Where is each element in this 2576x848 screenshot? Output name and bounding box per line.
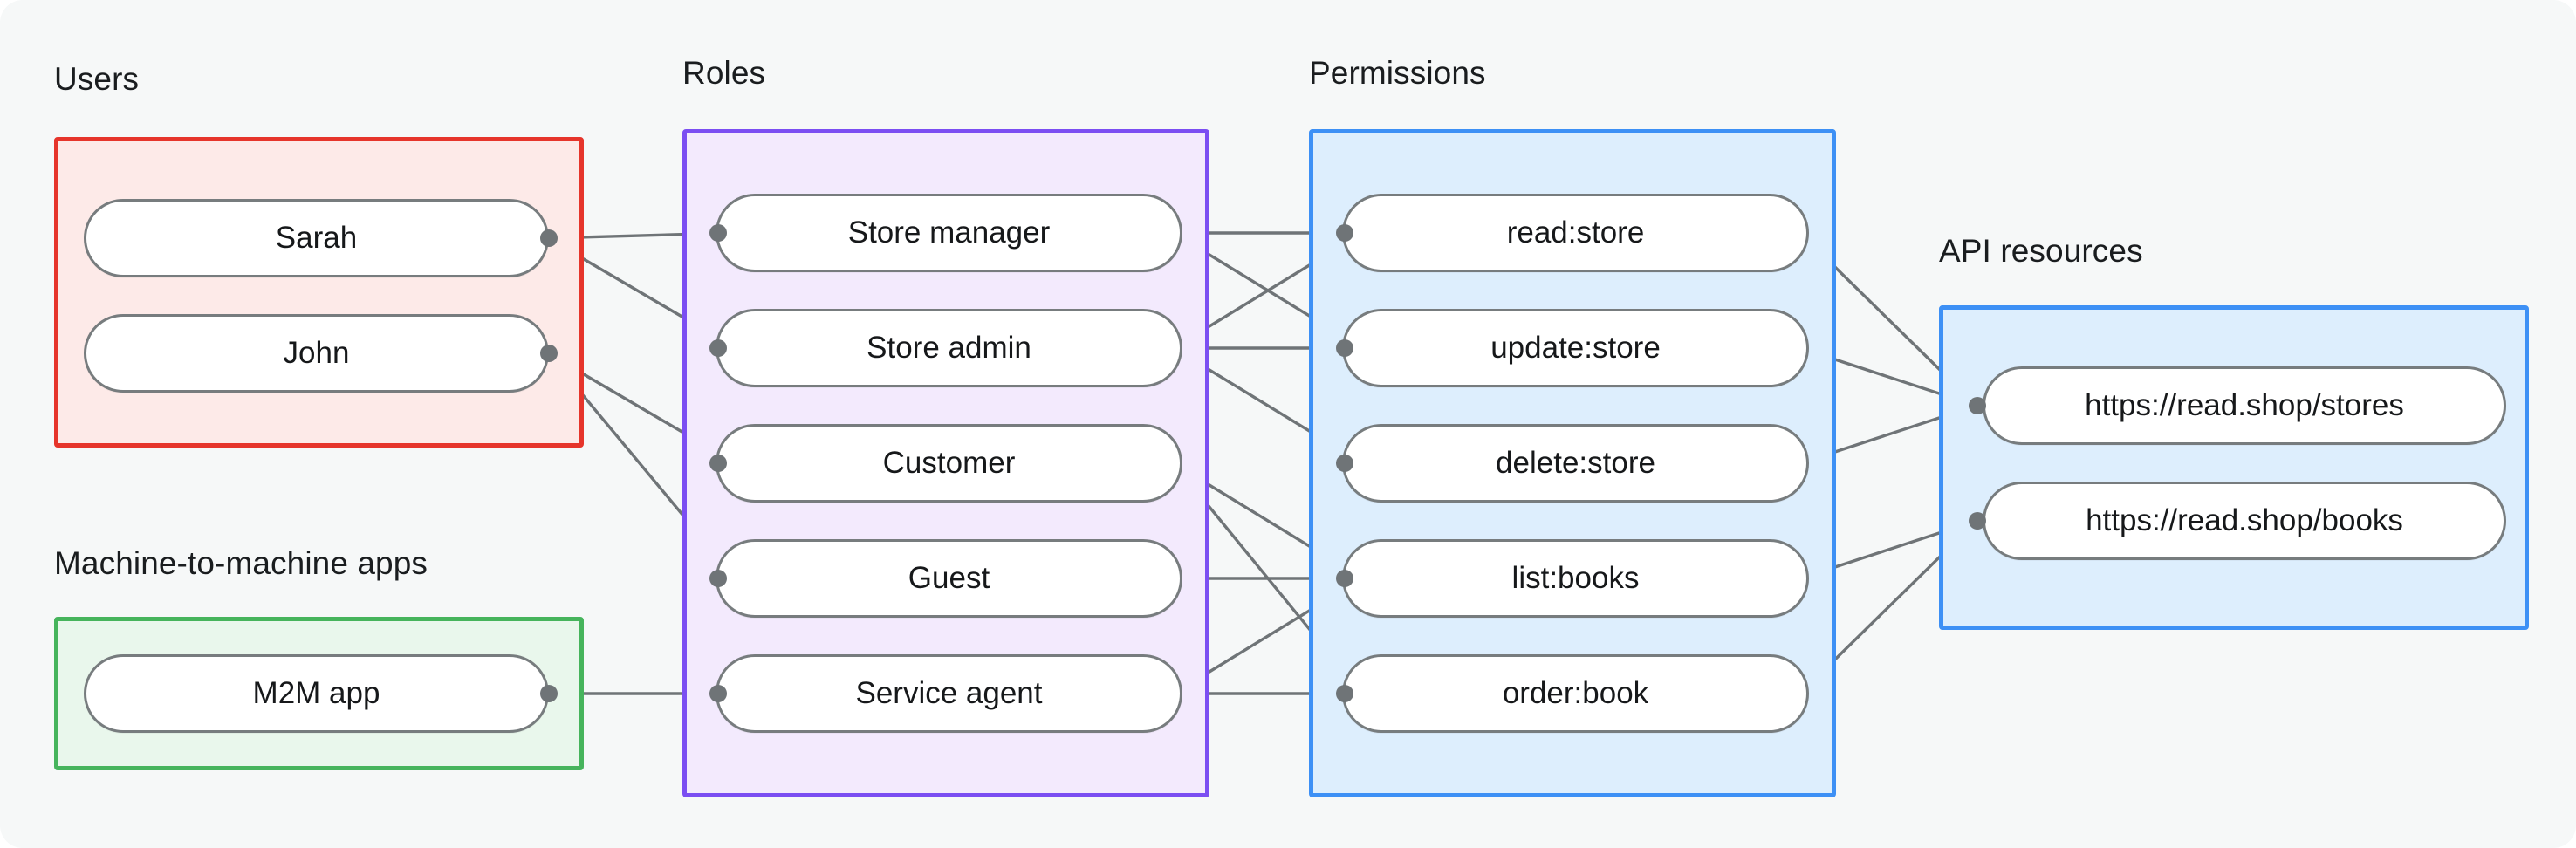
group-label-users: Users — [54, 61, 140, 97]
node-label-delete-store: delete:store — [1496, 446, 1655, 480]
node-customer[interactable]: Customer — [716, 424, 1182, 503]
node-label-m2m-app: M2M app — [252, 676, 380, 710]
node-stores-url[interactable]: https://read.shop/stores — [1983, 366, 2506, 445]
group-label-permissions: Permissions — [1309, 55, 1486, 91]
node-label-read-store: read:store — [1506, 215, 1645, 250]
port-stores-url-in — [1969, 397, 1986, 414]
port-service-agent-in — [709, 685, 727, 702]
node-order-book[interactable]: order:book — [1342, 654, 1809, 733]
node-store-admin[interactable]: Store admin — [716, 309, 1182, 387]
node-list-books[interactable]: list:books — [1342, 539, 1809, 618]
port-order-book-in — [1336, 685, 1353, 702]
node-m2m-app[interactable]: M2M app — [84, 654, 549, 733]
port-store-manager-in — [709, 224, 727, 242]
port-sarah-out — [540, 229, 558, 247]
group-label-roles: Roles — [682, 55, 766, 91]
node-guest[interactable]: Guest — [716, 539, 1182, 618]
node-label-books-url: https://read.shop/books — [2086, 503, 2403, 537]
node-label-order-book: order:book — [1502, 676, 1649, 710]
node-label-store-manager: Store manager — [847, 215, 1051, 250]
port-m2m-app-out — [540, 685, 558, 702]
node-label-customer: Customer — [882, 446, 1016, 480]
group-label-m2m: Machine-to-machine apps — [54, 545, 428, 581]
node-label-sarah: Sarah — [275, 221, 358, 255]
port-customer-in — [709, 455, 727, 472]
port-john-out — [540, 345, 558, 362]
port-read-store-in — [1336, 224, 1353, 242]
port-books-url-in — [1969, 512, 1986, 530]
port-guest-in — [709, 570, 727, 587]
node-label-john: John — [283, 336, 350, 370]
node-label-list-books: list:books — [1511, 561, 1640, 595]
group-label-api-resources: API resources — [1939, 233, 2143, 269]
node-label-guest: Guest — [908, 561, 990, 595]
group-box-users — [54, 137, 584, 448]
node-update-store[interactable]: update:store — [1342, 309, 1809, 387]
node-label-stores-url: https://read.shop/stores — [2085, 388, 2404, 422]
node-label-update-store: update:store — [1490, 331, 1661, 365]
port-delete-store-in — [1336, 455, 1353, 472]
node-read-store[interactable]: read:store — [1342, 194, 1809, 272]
node-sarah[interactable]: Sarah — [84, 199, 549, 277]
group-box-api-resources — [1939, 305, 2529, 630]
port-list-books-in — [1336, 570, 1353, 587]
node-store-manager[interactable]: Store manager — [716, 194, 1182, 272]
node-delete-store[interactable]: delete:store — [1342, 424, 1809, 503]
node-label-service-agent: Service agent — [855, 676, 1043, 710]
node-books-url[interactable]: https://read.shop/books — [1983, 482, 2506, 560]
port-update-store-in — [1336, 339, 1353, 357]
port-store-admin-in — [709, 339, 727, 357]
node-label-store-admin: Store admin — [867, 331, 1031, 365]
node-service-agent[interactable]: Service agent — [716, 654, 1182, 733]
node-john[interactable]: John — [84, 314, 549, 393]
